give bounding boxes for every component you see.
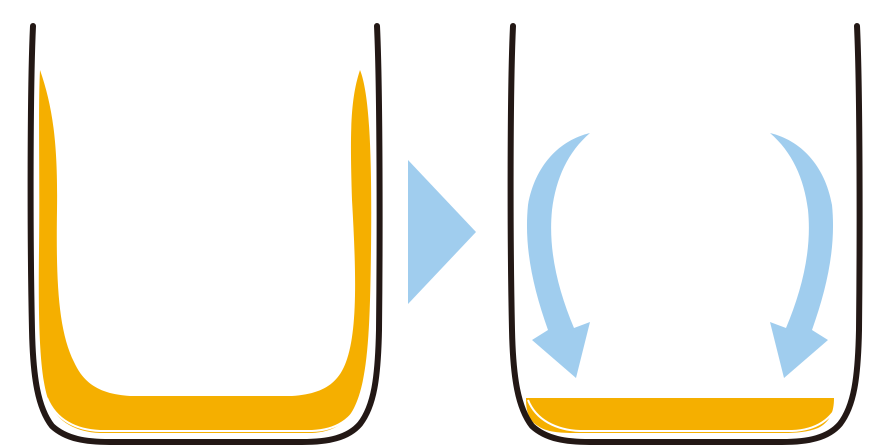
- curved-arrow-down-right-icon: [770, 133, 834, 378]
- bottle-outline: [507, 23, 863, 445]
- liquid-settled: [526, 398, 834, 433]
- triangle-right-icon: [408, 160, 476, 304]
- liquid-coating: [38, 70, 372, 433]
- container-after: [507, 23, 863, 445]
- bottle-outline: [27, 23, 383, 445]
- curved-arrow-down-left-icon: [526, 133, 590, 378]
- bottle-inner-highlight: [46, 397, 363, 432]
- bottle-inner-highlight: [527, 399, 841, 432]
- container-before: [27, 23, 383, 445]
